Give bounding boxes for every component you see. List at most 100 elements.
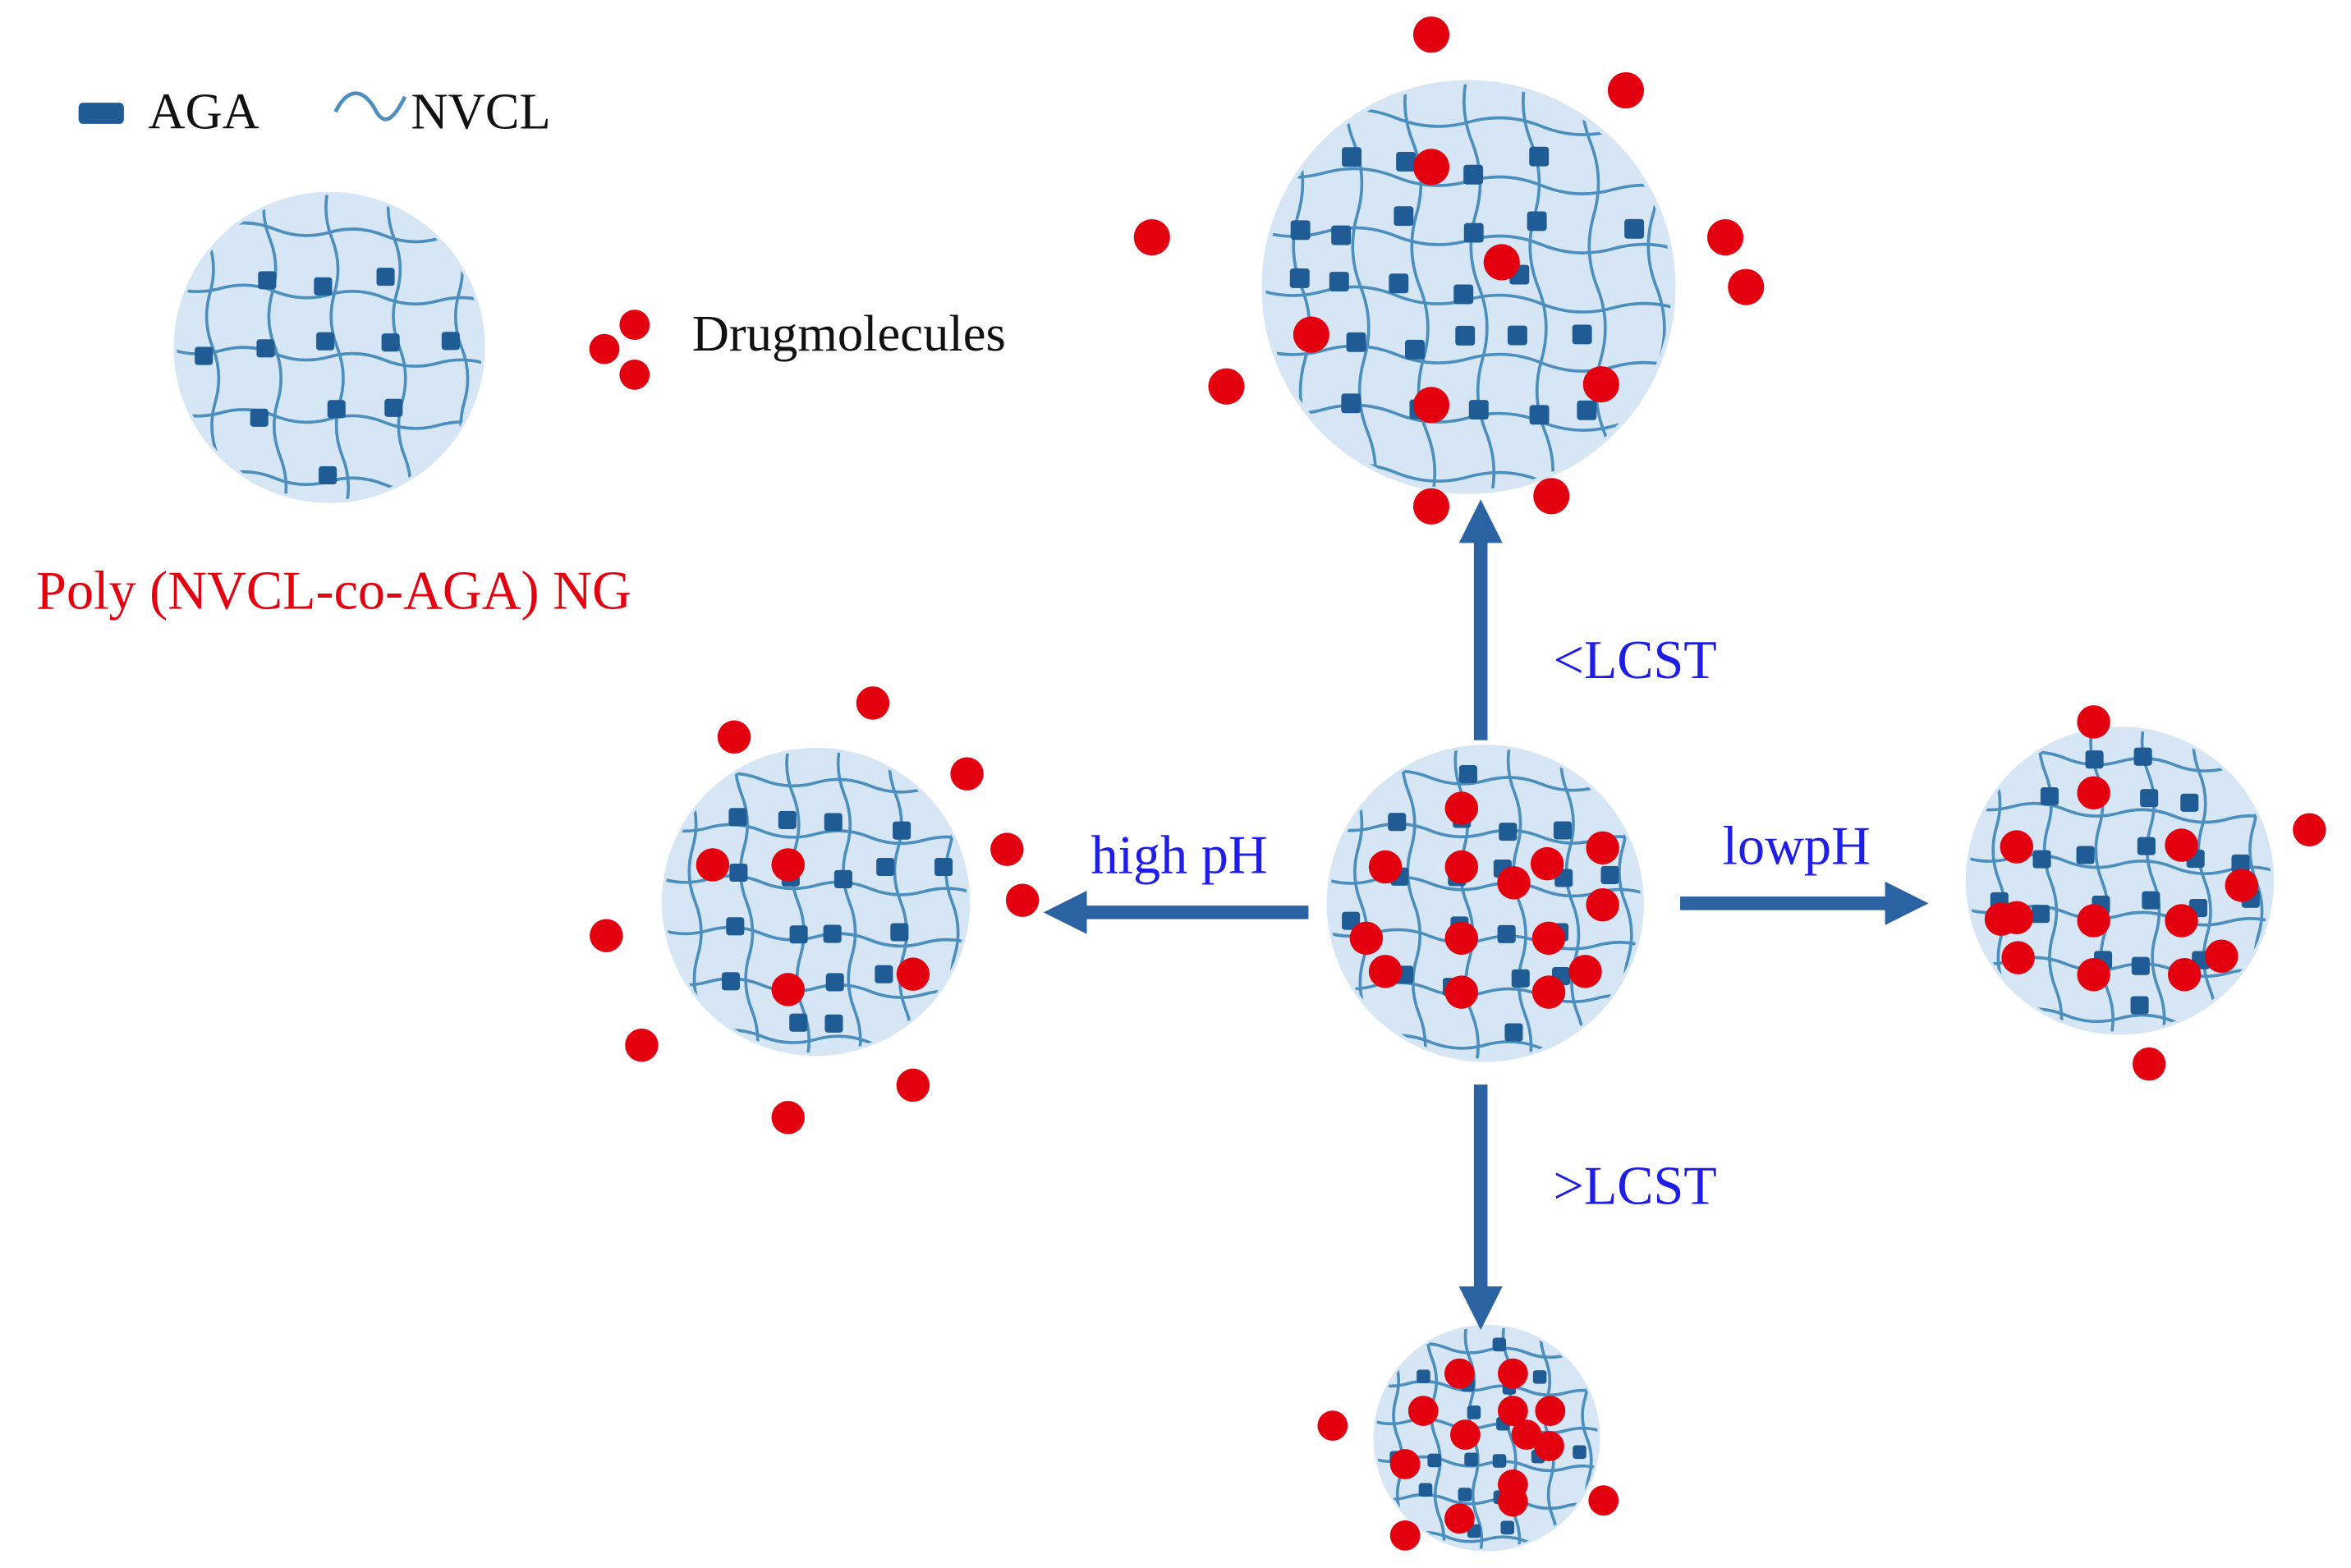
aga-unit	[890, 923, 909, 942]
aga-unit	[789, 1013, 808, 1032]
nanogel-high-ph	[590, 686, 1040, 1135]
drug-molecule	[2225, 869, 2259, 902]
nvcl-legend-icon	[333, 91, 407, 121]
aga-unit	[441, 332, 460, 351]
drug-molecule	[856, 686, 890, 720]
aga-unit	[1464, 1452, 1478, 1467]
drug-molecule	[2293, 813, 2326, 846]
aga-unit	[195, 346, 214, 365]
drug-molecule	[1368, 850, 1403, 884]
drug-molecule	[1607, 72, 1645, 109]
nanogel-empty	[173, 191, 485, 503]
aga-unit	[319, 465, 337, 484]
aga-unit	[384, 398, 403, 417]
drug-molecule	[1005, 883, 1040, 917]
drug-molecule	[696, 848, 730, 882]
aga-legend-icon	[78, 103, 124, 124]
aga-unit	[1453, 284, 1474, 305]
drug-molecule	[2205, 939, 2239, 973]
nanogel-collapsed	[1317, 1324, 1619, 1552]
drug-legend-icon	[589, 309, 650, 390]
aga-unit	[2180, 793, 2199, 812]
drug-molecule	[1728, 268, 1765, 305]
drug-molecule	[1368, 955, 1403, 988]
drug-molecule	[1531, 975, 1566, 1009]
nanogel-caption: Poly (NVCL-co-AGA) NG	[36, 562, 631, 621]
drug-molecule	[1444, 975, 1479, 1009]
aga-unit	[1504, 1023, 1523, 1042]
drug-molecule	[1389, 1449, 1421, 1479]
aga-unit	[1572, 324, 1592, 345]
aga-unit	[1342, 147, 1362, 167]
aga-unit	[1468, 400, 1489, 420]
aga-unit	[1458, 765, 1477, 784]
aga-unit	[2085, 750, 2104, 769]
drug-molecule	[1534, 1431, 1564, 1461]
drug-molecule	[1535, 1396, 1566, 1426]
drug-molecule	[1444, 791, 1479, 825]
aga-unit	[250, 408, 269, 427]
aga-unit	[381, 333, 400, 352]
aga-unit	[2076, 846, 2095, 864]
drug-molecule	[2132, 1047, 2166, 1081]
aga-unit	[1577, 400, 1597, 420]
drug-molecule	[1586, 831, 1619, 865]
drug-molecule	[1444, 1358, 1475, 1389]
drug-molecule	[1984, 902, 2018, 936]
aga-unit	[1527, 211, 1547, 232]
drug-molecule	[990, 832, 1024, 866]
aga-unit	[1492, 1337, 1507, 1352]
drug-molecule	[771, 848, 805, 882]
aga-unit	[893, 821, 911, 840]
drug-molecule	[2167, 957, 2202, 992]
aga-unit	[2140, 789, 2159, 808]
aga-unit	[726, 917, 745, 936]
aga-unit	[2131, 956, 2150, 975]
drug-molecule	[590, 919, 623, 952]
drug-molecule	[1706, 219, 1744, 256]
aga-unit	[2130, 996, 2149, 1015]
drug-molecule	[771, 1101, 805, 1135]
aga-unit	[1417, 1369, 1430, 1383]
drug-molecule	[1317, 1410, 1348, 1442]
nanogel-drug-loaded	[1326, 745, 1644, 1062]
gel-sphere	[661, 747, 971, 1057]
aga-unit	[316, 332, 335, 351]
aga-unit	[1329, 272, 1349, 291]
aga-unit	[1492, 1454, 1507, 1468]
drug-molecule	[1412, 149, 1450, 186]
drug-molecule	[625, 1028, 659, 1062]
aga-unit	[2137, 837, 2156, 855]
aga-unit	[876, 857, 895, 877]
high-ph-label: high pH	[1091, 826, 1267, 886]
drug-molecule	[896, 957, 930, 991]
drug-molecule	[771, 973, 805, 1006]
aga-unit	[2040, 787, 2059, 806]
aga-unit	[258, 271, 277, 290]
aga-unit	[1529, 405, 1550, 425]
aga-unit	[1389, 273, 1409, 294]
aga-unit	[1507, 325, 1527, 346]
aga-unit	[875, 965, 893, 983]
drug-molecule	[896, 1068, 930, 1103]
drug-molecule	[1412, 16, 1450, 53]
aga-unit	[824, 813, 843, 832]
drug-molecule	[1483, 244, 1520, 281]
drug-molecule	[2077, 705, 2110, 739]
aga-unit	[1553, 821, 1572, 840]
aga-unit	[1573, 1445, 1586, 1460]
drug-molecule	[2001, 941, 2035, 974]
drug-legend-label: Drugmolecules	[692, 305, 1006, 362]
drug-molecule	[717, 720, 751, 754]
aga-unit	[1463, 164, 1484, 185]
drug-molecule	[1531, 921, 1566, 956]
drug-molecule	[1511, 1419, 1542, 1451]
gel-sphere	[1373, 1324, 1600, 1552]
aga-unit	[1458, 1488, 1472, 1502]
aga-unit	[1600, 865, 1619, 884]
aga-unit	[1497, 924, 1516, 943]
drug-molecule	[1444, 921, 1479, 956]
drug-molecule	[2077, 776, 2110, 810]
